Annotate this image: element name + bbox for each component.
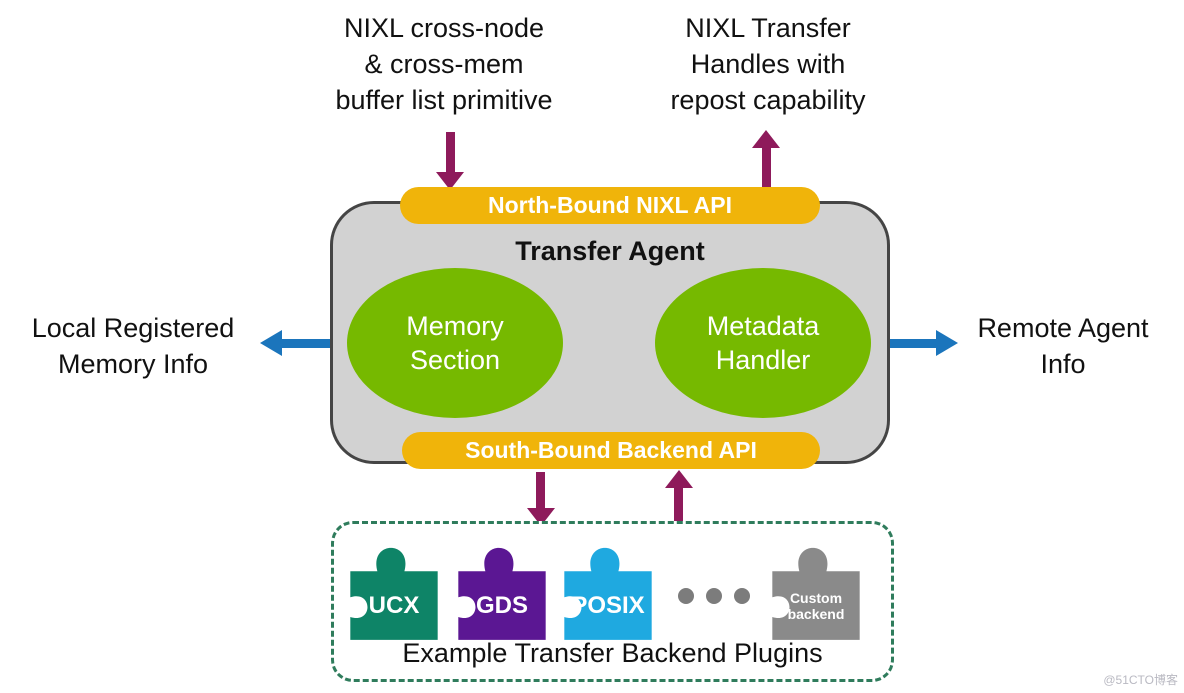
puzzle-shape [564,547,652,640]
watermark: @51CTO博客 [1103,673,1178,687]
north-in-arrow-shaft [446,132,455,174]
south-in-arrow-shaft [674,487,683,526]
puzzle-icon [772,547,860,640]
ellipsis-dot-2 [706,588,722,604]
north-out-arrow-head [752,130,780,148]
right-arrow-head [936,330,958,356]
north-input-label: NIXL cross-node & cross-mem buffer list … [335,13,553,115]
plugin-gds: GDS [450,538,554,642]
north-out-arrow-shaft [762,147,771,190]
puzzle-shape [458,547,546,640]
puzzle-icon [564,547,652,640]
ellipsis-dot-3 [734,588,750,604]
plugin-custom-backend-label: Custom backend [787,589,845,622]
puzzle-icon [350,547,438,640]
left-arrow-shaft [282,339,332,348]
memory-section-ellipse: Memory Section [347,268,563,418]
puzzle-icon [458,547,546,640]
left-arrow-head [260,330,282,356]
ellipsis-dot-1 [678,588,694,604]
puzzle-shape [350,547,438,640]
plugin-posix-label: POSIX [571,591,645,619]
metadata-handler-ellipse: Metadata Handler [655,268,871,418]
plugin-ucx-label: UCX [368,591,420,619]
remote-agent-info-label: Remote Agent Info [977,313,1149,379]
south-bound-api-pill: South-Bound Backend API [402,432,820,469]
plugin-gds-label: GDS [475,591,528,619]
south-in-arrow-head [665,470,693,488]
north-in-arrow-head [436,172,464,190]
north-output-label: NIXL Transfer Handles with repost capabi… [670,13,866,115]
plugin-posix: POSIX [556,538,660,642]
north-bound-api-pill: North-Bound NIXL API [400,187,820,224]
right-arrow-shaft [888,339,938,348]
plugins-caption: Example Transfer Backend Plugins [402,638,823,668]
plugin-ucx: UCX [342,538,446,642]
transfer-agent-title: Transfer Agent [515,236,705,266]
puzzle-shape [772,547,860,640]
south-out-arrow-shaft [536,472,545,510]
local-memory-info-label: Local Registered Memory Info [31,313,235,379]
plugin-custom-backend: Custom backend [764,538,868,642]
